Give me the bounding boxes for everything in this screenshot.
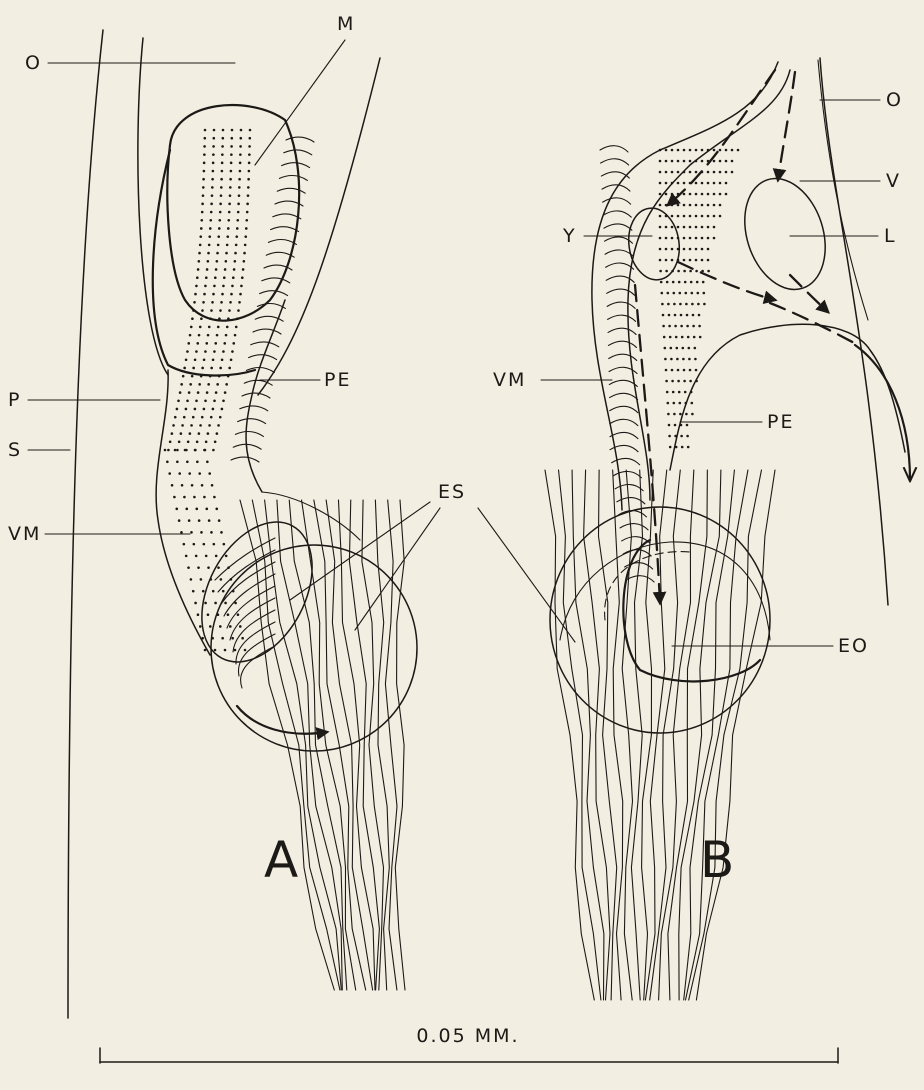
label-b-l: L: [884, 225, 897, 247]
scale-label: 0.05 MM.: [416, 1025, 519, 1047]
label-a-vm: VM: [8, 523, 41, 545]
stipple-b: [659, 149, 740, 449]
panel-letter-b: B: [700, 831, 735, 889]
label-a-m: M: [337, 13, 355, 35]
label-b-v: V: [886, 170, 901, 192]
label-a-pe: PE: [324, 369, 351, 391]
label-a-o: O: [25, 52, 42, 74]
label-b-y: Y: [562, 225, 577, 247]
panel-letter-a: A: [264, 831, 299, 889]
label-es: ES: [438, 481, 466, 503]
label-b-o: O: [886, 89, 903, 111]
label-b-eo: EO: [838, 635, 869, 657]
panel-a-labels: O M P S PE VM ES A: [8, 13, 575, 889]
scale-bar: 0.05 MM.: [100, 1025, 838, 1063]
fibres-b: [545, 470, 775, 1000]
label-b-pe: PE: [767, 411, 794, 433]
hatching-b: [600, 146, 654, 582]
panel-a-drawing: [68, 30, 417, 1018]
label-b-vm: VM: [493, 369, 526, 391]
label-a-s: S: [8, 439, 22, 461]
label-a-p: P: [8, 389, 21, 411]
fibres-a: [240, 500, 405, 990]
